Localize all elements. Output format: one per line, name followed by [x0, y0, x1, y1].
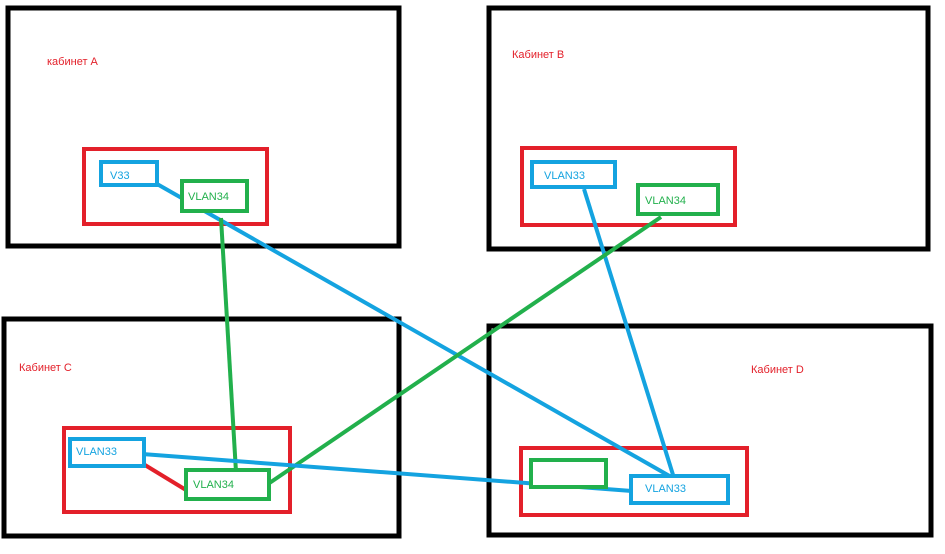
link-a-vlan34-to-c-vlan34: [219, 217, 238, 473]
room-a-frame: [5, 5, 402, 249]
link-b-vlan33-to-d-vlan33: [582, 188, 676, 479]
port-d-v33-label: VLAN33: [645, 483, 686, 495]
port-d-v33-box: [629, 474, 730, 505]
port-a-v33-box: [99, 160, 159, 187]
port-a-v33-label: V33: [110, 170, 130, 182]
port-a-v34-label: VLAN34: [188, 191, 229, 203]
port-b-v33-box: [530, 160, 617, 189]
port-c-v33-label: VLAN33: [76, 446, 117, 458]
port-d-v34-box: [529, 458, 608, 489]
room-c-label: Кабинет С: [19, 362, 72, 374]
room-b-frame: [486, 5, 931, 252]
link-c-vlan33-to-c-vlan34: [138, 460, 188, 492]
room-c-frame: [1, 316, 402, 539]
room-a-label: кабинет А: [47, 56, 99, 68]
room-d-frame: [486, 323, 934, 538]
switch-a-frame: [82, 147, 269, 226]
port-c-v34-box: [184, 468, 271, 501]
port-a-v34-box: [180, 179, 249, 213]
port-b-v34-label: VLAN34: [645, 195, 686, 207]
switch-b-frame: [520, 146, 737, 227]
link-a-vlan33-to-d-vlan33: [142, 174, 674, 480]
port-b-v33-label: VLAN33: [544, 170, 585, 182]
room-d-label: Кабинет D: [751, 364, 804, 376]
port-c-v33-box: [68, 437, 146, 468]
port-c-v34-label: VLAN34: [193, 479, 234, 491]
link-b-vlan34-to-c-vlan34: [266, 215, 663, 486]
port-b-v34-box: [636, 183, 720, 216]
room-b-label: Кабинет В: [512, 49, 564, 61]
